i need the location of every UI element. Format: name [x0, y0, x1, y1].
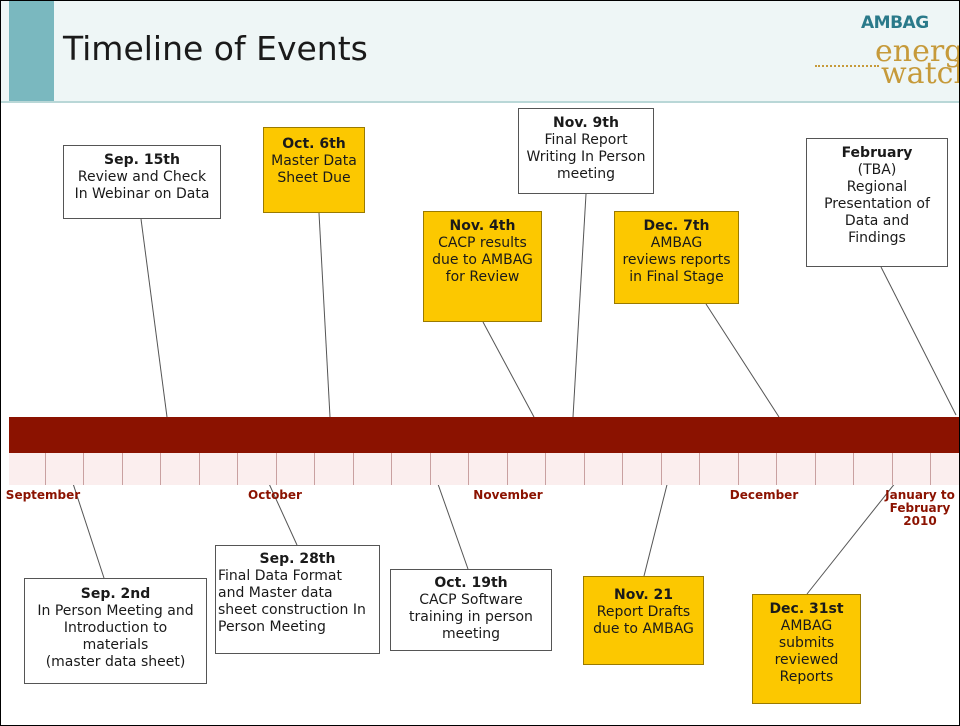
event-text: AMBAG reviews reports in Final Stage — [622, 235, 731, 285]
tick — [776, 453, 777, 485]
event-sep28: Sep. 28th Final Data Format and Master d… — [215, 545, 380, 654]
event-february: February (TBA) Regional Presentation of … — [806, 138, 948, 267]
tick — [584, 453, 585, 485]
accent-bar — [9, 1, 54, 101]
connector-nov4 — [482, 321, 535, 418]
tick — [353, 453, 354, 485]
event-text: AMBAG submits reviewed Reports — [774, 618, 839, 685]
event-date: Sep. 15th — [104, 152, 180, 168]
event-dec7: Dec. 7th AMBAG reviews reports in Final … — [614, 211, 739, 304]
event-date: Nov. 9th — [553, 115, 619, 131]
tick — [430, 453, 431, 485]
event-text: Master Data Sheet Due — [271, 153, 357, 186]
timeline-tick-strip — [9, 453, 959, 485]
logo-line-2: energy — [875, 34, 959, 69]
event-date: Oct. 19th — [434, 575, 508, 591]
tick — [199, 453, 200, 485]
event-oct6: Oct. 6th Master Data Sheet Due — [263, 127, 365, 213]
event-oct19: Oct. 19th CACP Software training in pers… — [390, 569, 552, 651]
tick — [276, 453, 277, 485]
month-label-october: October — [248, 488, 302, 502]
tick — [45, 453, 46, 485]
event-date: Dec. 7th — [643, 218, 710, 234]
connector-sep15 — [140, 218, 168, 418]
tick — [122, 453, 123, 485]
tick — [930, 453, 931, 485]
logo-line-1: AMBAG — [861, 13, 929, 33]
header-band: Timeline of Events AMBAG energy watch — [1, 1, 959, 103]
event-date: Sep. 2nd — [80, 586, 151, 602]
month-label-january-february: January to February 2010 — [885, 488, 955, 528]
connector-feb — [880, 266, 957, 416]
tick — [391, 453, 392, 485]
tick — [83, 453, 84, 485]
logo-dotted-line — [815, 65, 879, 67]
tick — [699, 453, 700, 485]
event-text: Final Data Format and Master data sheet … — [218, 568, 366, 635]
tick — [738, 453, 739, 485]
logo-line-3: watch — [881, 56, 959, 91]
event-date: Dec. 31st — [769, 601, 844, 617]
event-nov9: Nov. 9th Final Report Writing In Person … — [518, 108, 654, 194]
event-nov21: Nov. 21 Report Drafts due to AMBAG — [583, 576, 704, 665]
event-nov4: Nov. 4th CACP results due to AMBAG for R… — [423, 211, 542, 322]
event-text: CACP Software training in person meeting — [409, 592, 533, 642]
tick — [468, 453, 469, 485]
event-text: Final Report Writing In Person meeting — [526, 132, 646, 182]
event-text: Review and Check In Webinar on Data — [74, 169, 210, 202]
event-date: Nov. 4th — [449, 218, 516, 234]
connector-dec7 — [705, 303, 780, 418]
month-label-december: December — [729, 488, 799, 502]
month-label-september: September — [5, 488, 81, 502]
connector-nov9 — [572, 193, 587, 418]
event-sep2: Sep. 2nd In Person Meeting and Introduct… — [24, 578, 207, 684]
tick — [545, 453, 546, 485]
tick — [815, 453, 816, 485]
event-text: (TBA) Regional Presentation of Data and … — [824, 162, 930, 246]
month-label-november: November — [473, 488, 543, 502]
event-date: Oct. 6th — [282, 136, 346, 152]
tick — [892, 453, 893, 485]
timeline-bar — [9, 417, 959, 453]
tick — [661, 453, 662, 485]
ambag-energy-watch-logo: AMBAG energy watch — [813, 7, 959, 95]
tick — [622, 453, 623, 485]
event-date: Sep. 28th — [259, 551, 336, 567]
event-date: Nov. 21 — [614, 587, 673, 603]
event-dec31: Dec. 31st AMBAG submits reviewed Reports — [752, 594, 861, 704]
tick — [507, 453, 508, 485]
slide-title: Timeline of Events — [63, 29, 368, 68]
tick — [314, 453, 315, 485]
event-text: Report Drafts due to AMBAG — [593, 604, 694, 637]
tick — [237, 453, 238, 485]
tick — [160, 453, 161, 485]
event-text: In Person Meeting and Introduction to ma… — [37, 603, 194, 670]
event-date: February — [841, 145, 913, 161]
event-text: CACP results due to AMBAG for Review — [432, 235, 533, 285]
connector-oct6 — [318, 212, 331, 418]
event-sep15: Sep. 15th Review and Check In Webinar on… — [63, 145, 221, 219]
tick — [853, 453, 854, 485]
